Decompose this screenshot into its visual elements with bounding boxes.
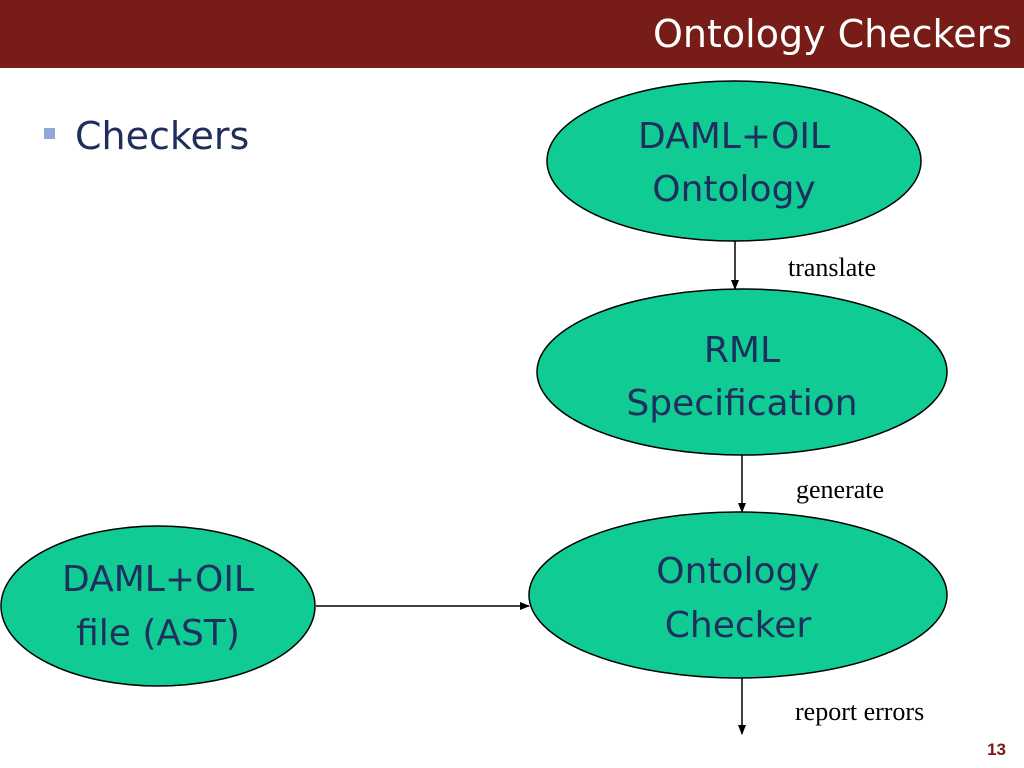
slide-title: Ontology Checkers [653,12,1012,56]
node-label-line1: DAML+OIL [62,559,254,600]
edge-label-report-errors: report errors [795,697,924,726]
node-label-line2: Checker [665,605,812,646]
node-daml-oil-ontology: DAML+OIL Ontology [546,80,922,242]
node-shape [546,80,922,242]
node-rml-specification: RML Specification [536,288,948,456]
edge-label-translate: translate [788,253,876,282]
node-label-line2: Ontology [652,169,815,210]
page-number: 13 [987,740,1006,759]
node-label-line2: file (AST) [76,613,240,654]
bullet-text: Checkers [75,114,250,158]
node-label-line1: DAML+OIL [638,116,830,157]
node-shape [528,511,948,679]
node-ontology-checker: Ontology Checker [528,511,948,679]
node-label-line1: RML [704,330,780,371]
node-label-line2: Specification [626,383,857,424]
square-bullet-icon [44,127,55,139]
node-shape [0,525,316,687]
title-bar: Ontology Checkers [0,0,1024,68]
node-shape [536,288,948,456]
edge-label-generate: generate [796,475,884,504]
bullet-item: Checkers [44,112,249,160]
node-daml-oil-file: DAML+OIL file (AST) [0,525,316,687]
node-label-line1: Ontology [656,551,819,592]
